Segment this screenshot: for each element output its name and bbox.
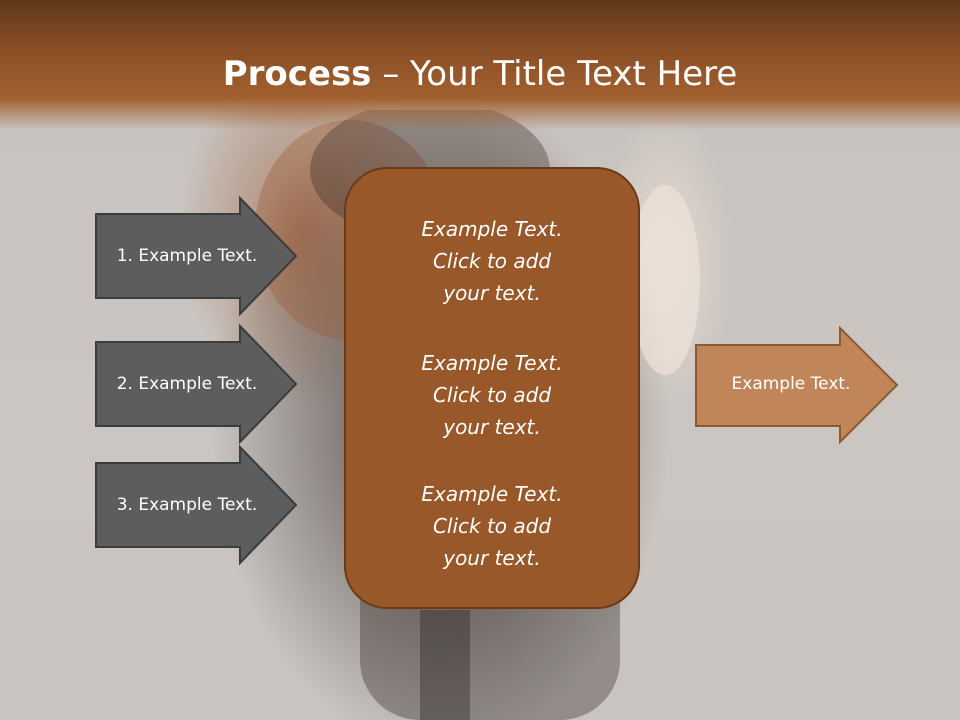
- title-bar: [0, 0, 960, 130]
- arrow-label-1[interactable]: 1. Example Text.: [116, 246, 258, 266]
- paragraph-line: your text.: [443, 546, 541, 570]
- title-regular-part: – Your Title Text Here: [371, 54, 738, 94]
- right-arrow-shape[interactable]: [695, 325, 899, 445]
- paragraph-line: Click to add: [432, 249, 552, 273]
- arrow-shape-3[interactable]: [95, 444, 298, 566]
- center-paragraph-3[interactable]: Example Text. Click to add your text.: [346, 478, 638, 574]
- arrow-label-3[interactable]: 3. Example Text.: [116, 495, 258, 515]
- paragraph-line: your text.: [443, 415, 541, 439]
- arrow-shape-2[interactable]: [95, 323, 298, 445]
- center-paragraph-1[interactable]: Example Text. Click to add your text.: [346, 213, 638, 309]
- paragraph-line: Click to add: [432, 383, 552, 407]
- center-paragraph-2[interactable]: Example Text. Click to add your text.: [346, 347, 638, 443]
- arrow-label-2[interactable]: 2. Example Text.: [116, 374, 258, 394]
- paragraph-line: Example Text.: [421, 217, 563, 241]
- paragraph-line: Click to add: [432, 514, 552, 538]
- title-bold-part: Process: [222, 54, 372, 94]
- slide-title[interactable]: Process – Your Title Text Here: [0, 52, 960, 96]
- paragraph-line: Example Text.: [421, 351, 563, 375]
- arrow-shape-1[interactable]: [95, 195, 298, 317]
- paragraph-line: Example Text.: [421, 482, 563, 506]
- right-arrow-label[interactable]: Example Text.: [731, 374, 851, 394]
- center-box-shape[interactable]: [344, 167, 640, 609]
- paragraph-line: your text.: [443, 281, 541, 305]
